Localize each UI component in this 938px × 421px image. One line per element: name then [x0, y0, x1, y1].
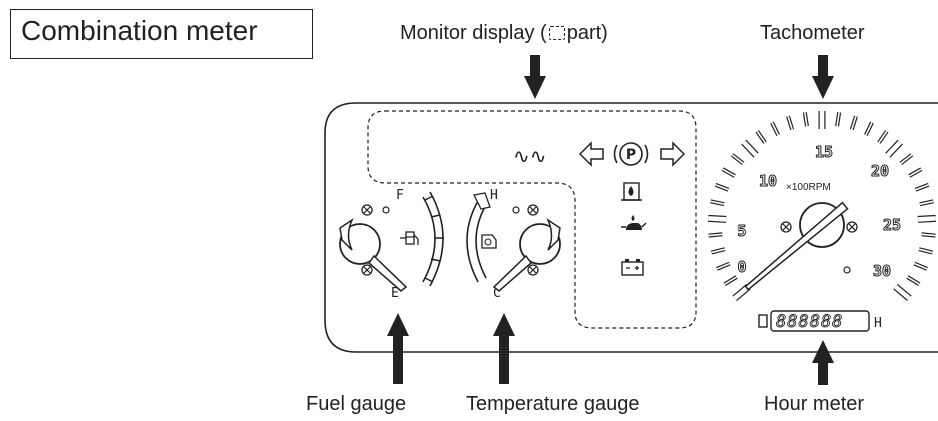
oil-pressure-icon: [621, 215, 647, 230]
right-turn-icon: [660, 141, 686, 167]
tach-tick-inner: [710, 200, 725, 205]
fuel-filter-icon: [621, 182, 642, 201]
tach-label-25: 25: [883, 216, 901, 234]
tach-label-0: 0: [737, 258, 746, 276]
tach-hub: [799, 202, 845, 248]
temperature-gauge-label: Temperature gauge: [466, 393, 640, 415]
tach-label-30: 30: [873, 262, 891, 280]
tach-tick-inner: [742, 140, 758, 157]
hour-meter: 888888 H: [758, 310, 882, 332]
tach-tick-inner: [919, 200, 934, 205]
tach-tick-inner: [917, 216, 936, 222]
tachometer-ticks: [707, 111, 937, 301]
hour-meter-hourglass-icon: [758, 314, 768, 328]
tach-tick-inner: [906, 276, 920, 285]
temperature-gauge-needle: [492, 217, 561, 292]
temperature-cold-label: C: [493, 286, 501, 301]
tach-tick-inner: [908, 168, 922, 177]
fuel-gauge-label: Fuel gauge: [306, 393, 407, 415]
tach-needle: [744, 201, 849, 291]
svg-text:P: P: [626, 147, 636, 163]
tach-tick-inner: [711, 248, 726, 254]
title-box: [10, 9, 313, 59]
tach-tick-inner: [787, 115, 793, 130]
hour-meter-display: [770, 310, 870, 332]
tach-tick-inner: [836, 112, 840, 127]
tach-tick-inner: [731, 154, 744, 165]
tach-tick-inner: [878, 130, 888, 144]
tach-tick-inner: [715, 184, 729, 191]
tach-tick-inner: [724, 276, 738, 285]
fuel-gauge-screw-bottom: [361, 264, 373, 276]
monitor-display-label: Monitor display ( part): [400, 22, 608, 45]
arrow-hour-meter: [812, 340, 834, 385]
meter-panel: [324, 102, 938, 353]
tach-tick-inner: [804, 112, 808, 127]
tach-tick-inner: [733, 284, 750, 301]
fuel-indicator-dot: [382, 206, 390, 214]
hour-meter-unit: H: [874, 316, 882, 331]
tach-tick-inner: [886, 140, 902, 157]
fuel-gauge-scale: [422, 191, 444, 287]
fuel-gauge: F E: [339, 188, 444, 301]
fuel-full-label: F: [396, 188, 404, 203]
tach-label-20: 20: [871, 162, 889, 180]
dashed-box-icon: [548, 26, 565, 40]
tachometer: 0 5 10 15 20 25 30 ×100RPM: [707, 111, 937, 301]
tach-tick-inner: [913, 262, 928, 270]
tach-tick-inner: [918, 248, 933, 254]
fuel-gauge-hub: [339, 223, 381, 265]
temperature-indicator-dot: [512, 206, 520, 214]
tach-tick-inner: [716, 262, 731, 270]
arrow-monitor-display: [524, 55, 546, 99]
tach-tick-inner: [708, 216, 727, 222]
tach-tick-inner: [900, 154, 913, 165]
monitor-display-region: [367, 110, 697, 329]
tach-tick-inner: [865, 122, 873, 136]
tach-label-5: 5: [737, 222, 746, 240]
tach-screw-right: [846, 221, 858, 233]
fuel-empty-label: E: [391, 286, 399, 301]
tach-tick-inner: [771, 122, 779, 136]
diagram-title: Combination meter: [21, 15, 258, 46]
tach-label-10: 10: [759, 172, 777, 190]
left-turn-icon: [578, 141, 604, 167]
tach-tick-inner: [722, 168, 736, 177]
monitor-display-label-prefix: Monitor display (: [400, 22, 547, 44]
temperature-gauge-hub: [519, 223, 561, 265]
fuel-gauge-needle: [339, 217, 408, 292]
hour-meter-label: Hour meter: [764, 393, 865, 415]
temperature-hot-label: H: [490, 188, 498, 203]
fuel-gauge-screw-top: [361, 204, 373, 216]
parking-brake-icon: P: [613, 142, 649, 166]
tach-tick-inner: [921, 233, 936, 237]
coolant-temperature-icon: [481, 234, 497, 249]
tach-label-15: 15: [815, 143, 833, 161]
temperature-gauge-screw-bottom: [527, 264, 539, 276]
tach-screw-left: [780, 221, 792, 233]
arrow-temperature-gauge: [493, 313, 515, 384]
glow-plug-icon: ∿∿: [513, 144, 547, 168]
tach-tick-inner: [915, 184, 929, 191]
tach-tick-inner: [851, 115, 857, 130]
tach-unit-label: ×100RPM: [786, 182, 831, 193]
tach-tick-inner: [708, 233, 723, 237]
arrow-tachometer: [812, 55, 834, 99]
temperature-gauge: H C: [466, 188, 561, 301]
tachometer-label: Tachometer: [760, 22, 865, 44]
tach-tick-inner: [894, 284, 911, 301]
battery-charge-icon: [621, 259, 644, 276]
tach-indicator-dot: [843, 266, 851, 274]
temperature-gauge-scale: [466, 192, 491, 283]
fuel-pump-icon: [400, 231, 419, 245]
temperature-gauge-screw-top: [527, 204, 539, 216]
hour-meter-digits: 888888: [776, 312, 843, 332]
monitor-display-label-suffix: part): [566, 22, 608, 44]
tach-tick-inner: [756, 130, 766, 144]
arrow-fuel-gauge: [387, 313, 409, 384]
